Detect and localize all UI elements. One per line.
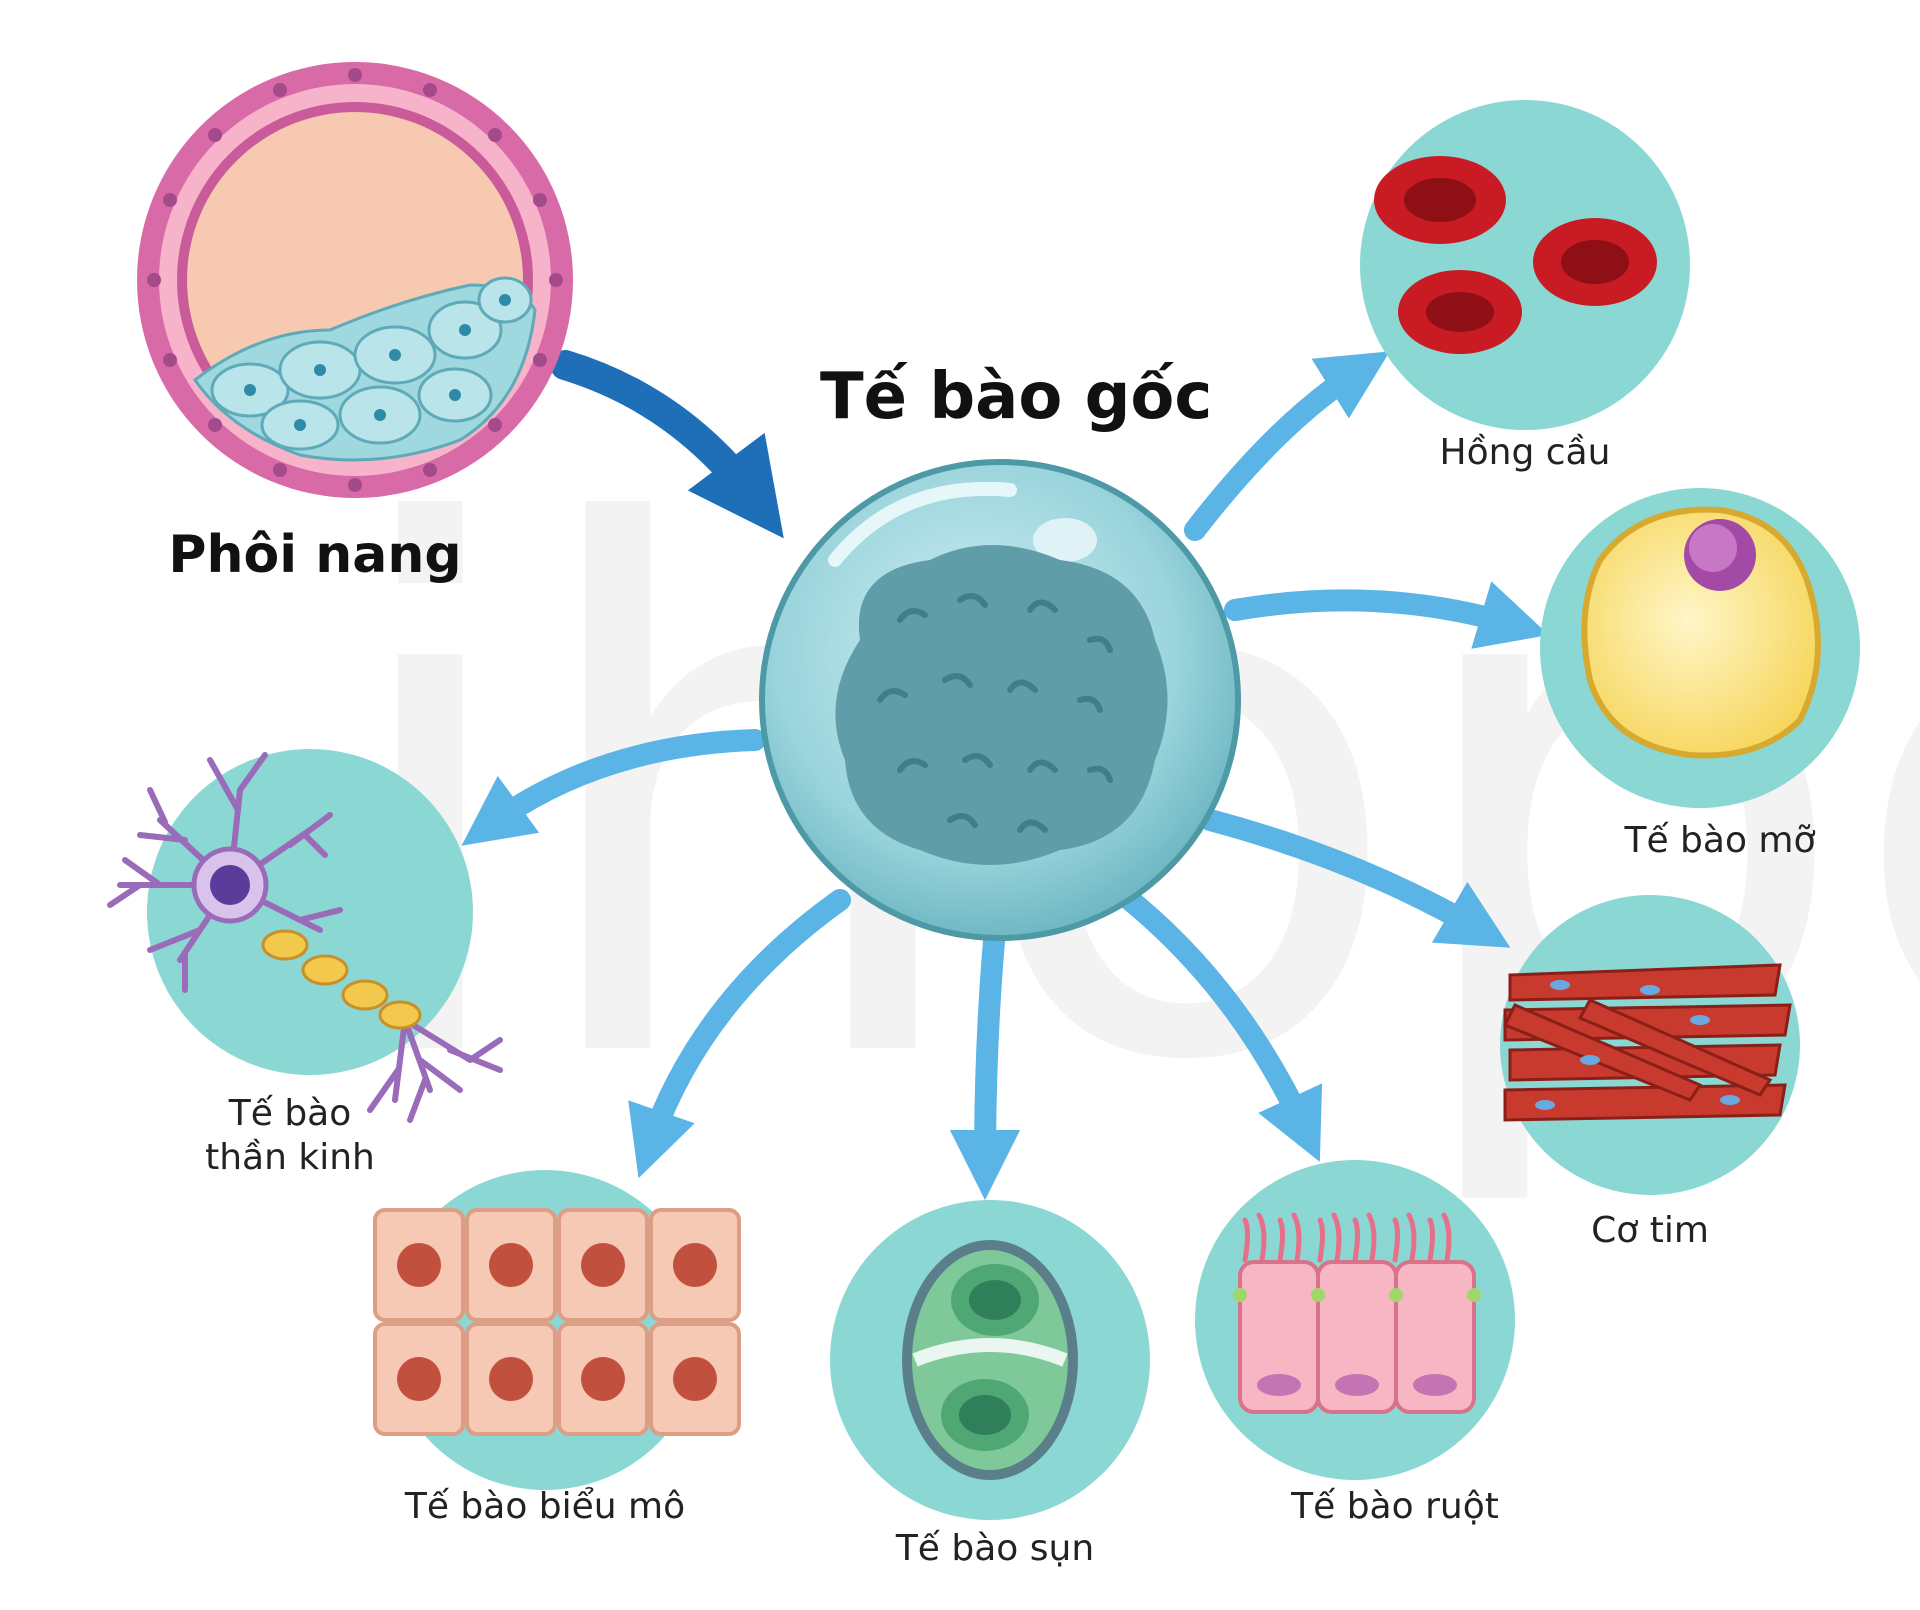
arrow-to-intestinal-cell <box>1119 889 1323 1162</box>
arrow-to-epithelial-cell <box>628 889 851 1179</box>
arrow-to-cardiac-muscle <box>1199 809 1511 948</box>
fat-cell-illustration <box>1540 488 1860 808</box>
arrow-blastocyst-to-stem <box>550 350 784 539</box>
blastocyst-illustration <box>137 62 573 498</box>
stem-cell-illustration <box>759 459 1241 941</box>
cardiac-muscle-label: Cơ tim <box>1591 1210 1709 1251</box>
epithelial-cell-label: Tế bào biểu mô <box>404 1486 686 1527</box>
arrow-to-red-blood-cell <box>1184 351 1390 541</box>
cartilage-cell-label: Tế bào sụn <box>895 1528 1095 1569</box>
red-blood-cell-label: Hồng cầu <box>1439 432 1611 473</box>
arrow-to-nerve-cell <box>461 729 766 846</box>
nerve-cell-label-line2: thần kinh <box>205 1137 375 1178</box>
differentiation-arrows <box>461 351 1549 1201</box>
cartilage-cell-illustration <box>830 1200 1150 1520</box>
nerve-cell-label-line1: Tế bào <box>228 1093 352 1134</box>
nerve-cell-illustration <box>107 749 503 1123</box>
cardiac-muscle-illustration <box>1500 895 1800 1195</box>
arrow-to-fat-cell <box>1224 581 1549 649</box>
arrow-to-cartilage-cell <box>949 919 1021 1201</box>
blastocyst-label: Phôi nang <box>168 525 462 585</box>
red-blood-cell-illustration <box>1360 100 1690 430</box>
diagram-title: Tế bào gốc <box>820 360 1213 434</box>
fat-cell-label: Tế bào mỡ <box>1624 820 1816 861</box>
epithelial-cell-illustration <box>373 1170 741 1490</box>
intestinal-cell-label: Tế bào ruột <box>1291 1486 1499 1527</box>
intestinal-cell-illustration <box>1195 1160 1515 1480</box>
